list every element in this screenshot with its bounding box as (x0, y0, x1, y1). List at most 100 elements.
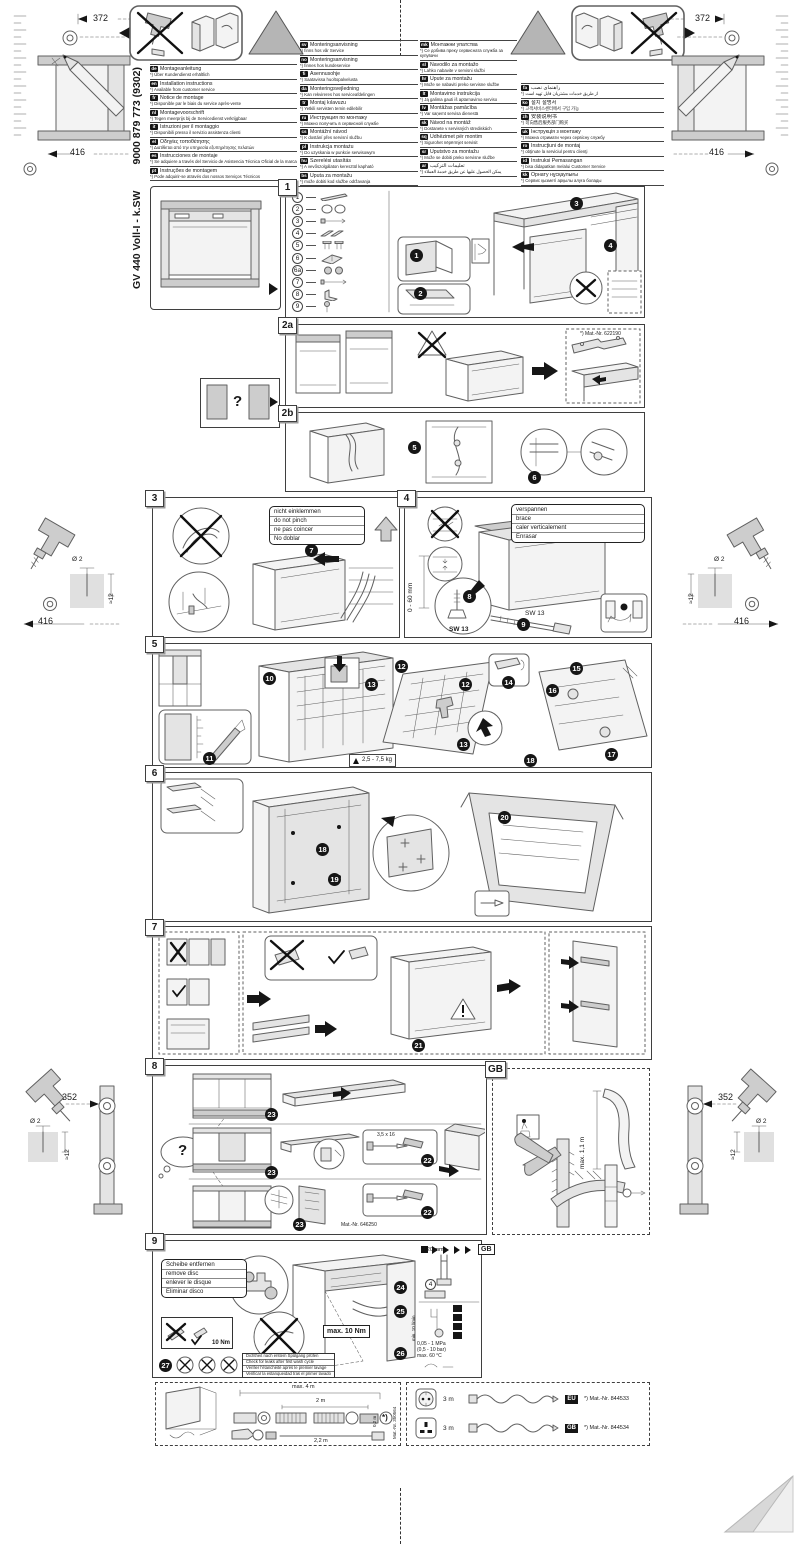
torque-rule-box: 10 Nm (161, 1317, 233, 1349)
cable-part-number: *) Mat.-Nr. 844533 (584, 1396, 629, 1402)
cable-length: 3 m (443, 1395, 454, 1403)
gb-sequence-tag: GB (421, 1244, 495, 1255)
cable-part-number: *) Mat.-Nr. 844534 (584, 1425, 629, 1431)
drain-diameter: Ø 20 mm (421, 1247, 444, 1253)
language-note: *) Се добива преку сервисната служба за … (420, 48, 503, 58)
question-mark: ? (233, 393, 243, 410)
part-row: 5 (292, 240, 386, 252)
step-marker: 18 (524, 754, 537, 767)
drill-art (23, 517, 121, 628)
step-marker: 2 (414, 287, 427, 300)
screw-long-icon (320, 279, 347, 285)
step-marker: 21 (412, 1039, 425, 1052)
language-note: *) obţinute la serviciul pentru clienţi (521, 149, 588, 154)
step-7-illustration (158, 931, 646, 1055)
hose-star-ref: *) (382, 1413, 388, 1422)
clamps-icon (321, 204, 346, 214)
language-code-badge: pl (300, 143, 308, 150)
torque-ok-value: 10 Nm (211, 1340, 230, 1346)
plinth-part-number: Mat.-Nr. 646250 (341, 1222, 377, 1228)
topleft-toolbox (118, 4, 316, 64)
language-note: *) Disponibili presso il servizio assist… (150, 130, 241, 135)
part-row: 6 (292, 252, 386, 264)
language-code-badge: fa (521, 85, 529, 91)
arrow-icon (443, 1245, 449, 1254)
language-code-badge: bs (300, 172, 308, 179)
language-code-badge: sv (300, 42, 308, 48)
angle-bracket-icon (324, 289, 338, 301)
part-row: 8 (292, 289, 386, 301)
language-code-badge: fr (150, 95, 158, 101)
bracket-part-number: *) Mat.-Nr. 622190 (580, 331, 621, 337)
language-code-badge: tr (300, 100, 308, 106)
dim-352-right: 352 (718, 1092, 734, 1102)
language-note: *) Dostanete v servisných strediskách (420, 125, 492, 131)
step-marker: 23 (265, 1108, 278, 1121)
no-crush-icon (198, 1356, 216, 1374)
step-2b-box: 2b 5 6 (278, 405, 645, 492)
step-5-illustration (158, 649, 648, 765)
callout-line: remove disc (162, 1270, 246, 1279)
leak-check-line: Check for leaks after first wash cycle (243, 1359, 334, 1366)
step-marker: 6 (528, 471, 541, 484)
pin-icon (324, 300, 330, 313)
appliance-preview-box (150, 186, 281, 310)
hose-part-number: Mat.-Nr. 350564 (392, 1406, 397, 1439)
part-row: 2 (292, 203, 386, 215)
step-marker: 16 (546, 684, 559, 697)
step-marker: 3 (570, 197, 583, 210)
felt-pads-icon (320, 230, 344, 237)
drill-diameter-label: Ø 2 (30, 1118, 41, 1125)
hose-mid-length: 2 m (316, 1398, 326, 1404)
step-9-box: 9 (145, 1233, 495, 1378)
arrow-icon (465, 1245, 471, 1254)
question-mark: ? (178, 1142, 188, 1159)
callout-line: No doblar (274, 536, 301, 542)
schuko-socket-icon (415, 1388, 437, 1410)
language-code-badge: es (150, 153, 158, 159)
language-note: *) bisa didapatkan melalui Customer Serv… (521, 163, 606, 169)
language-note: *) 고객서비스센터에서 구입 가능 (521, 105, 580, 111)
midright-drill-cluster: Ø 2 ≈12 416 (668, 516, 792, 648)
language-note: *) Διατίθεται από την υπηρεσία εξυπηρέτη… (150, 144, 255, 150)
step-7-box: 7 (145, 919, 652, 1060)
language-note: *) Sigurohet nëpërmjet servisit (420, 140, 478, 145)
step-1-parts-list: 1 2 3 4 5 6 6a 7 8 9 (292, 191, 386, 313)
language-note: *) finns hos vår Service (300, 48, 345, 53)
bottom-center-fold-mark (400, 1488, 401, 1544)
screw-icon (320, 218, 346, 224)
caps-icon (324, 266, 343, 275)
cable-drawing (468, 1394, 559, 1404)
step-marker: 24 (394, 1281, 407, 1294)
country-badge: EU (565, 1394, 578, 1404)
power-cord-box: 3 m EU *) Mat.-Nr. 844533 3 m GB (406, 1382, 650, 1446)
step-marker: 13 (365, 678, 378, 691)
step-marker: 1 (410, 249, 423, 262)
step-8-illustration (158, 1073, 485, 1229)
step-marker: 9 (517, 618, 530, 631)
seal-strip-icon (320, 193, 348, 202)
